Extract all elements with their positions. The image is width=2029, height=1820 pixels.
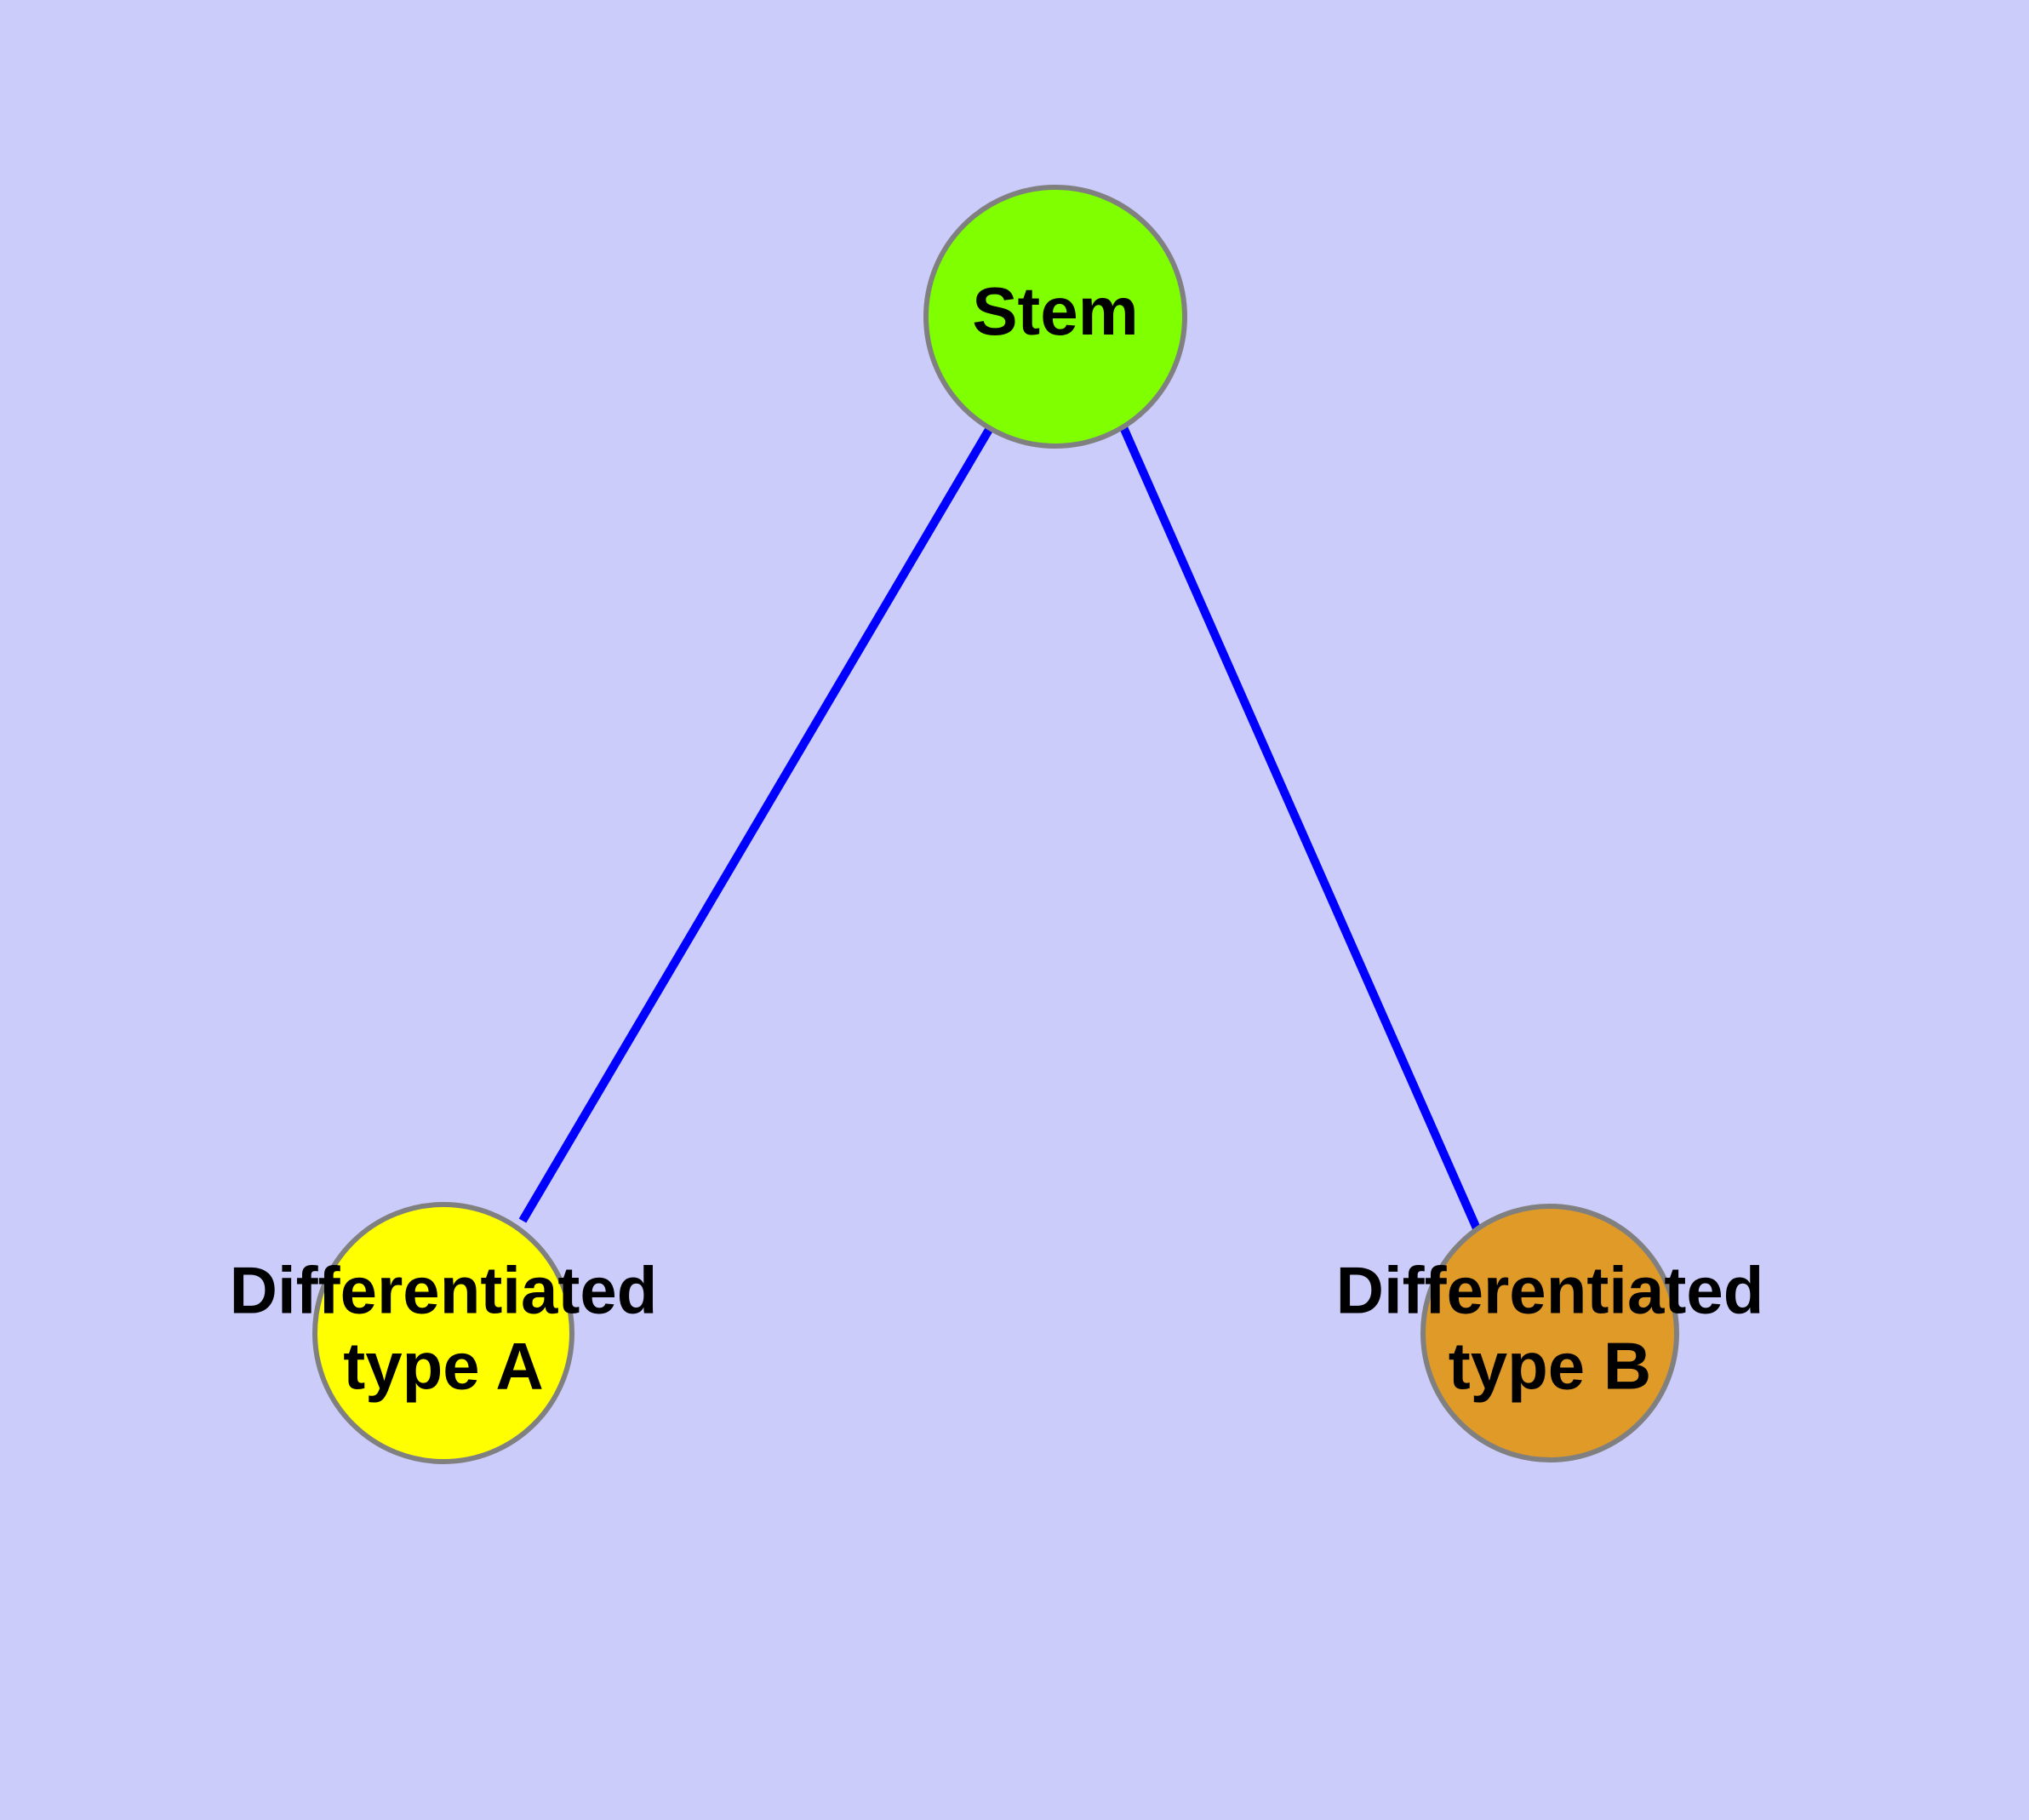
edges-layer [518, 425, 1481, 1231]
nodes-layer [312, 185, 1679, 1464]
node-circle-stem[interactable] [923, 185, 1187, 449]
node-label-line-diff_b-1: type B [1449, 1328, 1651, 1403]
node-label-line-diff_a-1: type A [343, 1328, 544, 1403]
node-circle-diff_a[interactable] [312, 1202, 574, 1464]
node-circle-diff_b[interactable] [1420, 1204, 1679, 1462]
edge-stem-to-diff_a[interactable] [518, 426, 994, 1223]
node-label-line-diff_b-0: Differentiated [1336, 1252, 1764, 1327]
node-label-stem: Stem [972, 273, 1139, 349]
node-label-line-diff_a-0: Differentiated [230, 1252, 658, 1327]
node-label-line-stem-0: Stem [972, 273, 1139, 349]
edge-stem-to-diff_b[interactable] [1119, 425, 1481, 1231]
